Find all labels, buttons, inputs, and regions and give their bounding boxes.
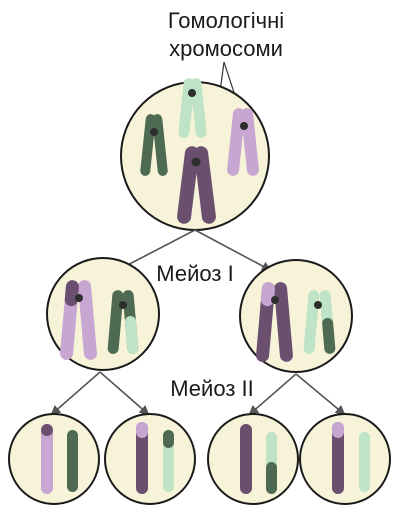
chromosome-purple-pair [60, 280, 97, 360]
arrow [116, 229, 196, 271]
chromosome-purple [332, 422, 344, 494]
meiosis-2-cell-3 [207, 413, 299, 505]
chromosome-purple [240, 424, 252, 494]
chromosome-green [163, 430, 174, 492]
chromosome-green [67, 430, 78, 492]
arrow [50, 371, 101, 416]
meiosis-2-cell-4 [299, 413, 391, 505]
chromosome-green [266, 432, 277, 494]
meiosis-2-cell-1 [8, 413, 100, 505]
chromosome-purple [136, 422, 148, 494]
meiosis-1-label: Мейоз I [156, 261, 233, 286]
homologous-label-line2: хромосоми [169, 36, 283, 61]
chromosome-light-green [178, 78, 207, 138]
chromosome-dark-purple [177, 146, 216, 224]
chromosome-purple-pair [256, 282, 293, 362]
chromosome-green-pair [303, 290, 336, 354]
arrow [99, 371, 150, 416]
chromosome-dark-green [140, 114, 168, 176]
arrow [295, 373, 346, 416]
chromosome-green [359, 432, 370, 492]
arrow [194, 229, 272, 271]
meiosis-2-cell-2 [104, 413, 196, 505]
chromosome-green-pair [107, 290, 139, 354]
chromosome-light-purple [227, 108, 259, 176]
chromosome-purple [41, 424, 53, 494]
arrow [248, 373, 297, 416]
homologous-label-line1: Гомологічні [168, 8, 284, 33]
meiosis-2-label: Мейоз II [170, 376, 254, 401]
